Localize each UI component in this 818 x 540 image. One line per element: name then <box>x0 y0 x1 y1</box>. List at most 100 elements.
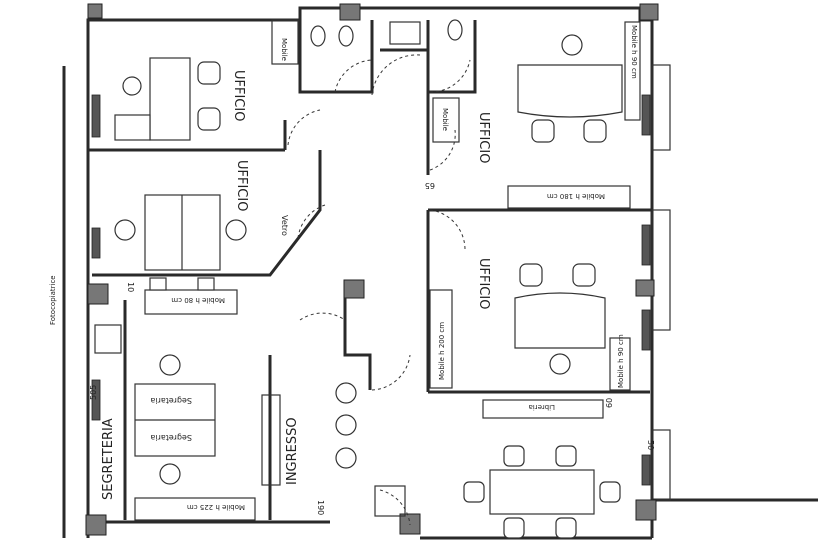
cabinet-200 <box>429 289 453 389</box>
column <box>85 514 107 536</box>
device <box>149 277 167 291</box>
bench <box>261 394 281 486</box>
interior-walls <box>88 20 652 520</box>
cabinet-90-right <box>609 337 631 391</box>
column <box>339 3 361 21</box>
label-mobile-200: Mobile h 200 cm <box>438 322 446 380</box>
label-mobile: Mobile <box>441 108 449 131</box>
label-mobile: Mobile <box>280 38 288 61</box>
chair <box>531 119 555 143</box>
chair <box>335 414 357 436</box>
chair <box>335 447 357 469</box>
radiator <box>641 94 651 136</box>
column <box>343 279 365 299</box>
label-mobile-180: Mobile h 180 cm <box>547 192 605 200</box>
door-swings <box>287 54 471 526</box>
chair <box>519 263 543 287</box>
column <box>635 279 655 297</box>
desk <box>514 292 606 349</box>
label-segretaria: Segretaria <box>150 433 192 442</box>
cabinet-180 <box>507 185 631 209</box>
device <box>197 277 215 291</box>
chair <box>549 353 571 375</box>
radiator <box>91 379 101 421</box>
radiator <box>641 224 651 266</box>
label-fotocopiatrice: Fotocopiatrice <box>49 275 57 325</box>
column <box>87 3 103 19</box>
dim-50: 50 <box>646 440 655 450</box>
office-center-furniture <box>429 263 631 419</box>
dim-10: 10 <box>126 282 135 292</box>
chair <box>197 107 221 131</box>
chair <box>159 463 181 485</box>
entrance-door <box>374 485 406 517</box>
chair <box>572 263 596 287</box>
office-mid-left-furniture <box>114 194 247 315</box>
chair <box>503 517 525 539</box>
cabinet-80 <box>144 289 238 315</box>
chair <box>555 445 577 467</box>
right-window-frames <box>651 64 671 501</box>
segreteria-furniture <box>94 324 256 521</box>
cabinet-90-top <box>624 21 641 121</box>
desk-return <box>114 114 151 141</box>
bath-cabinet <box>271 19 299 65</box>
office-top-right-furniture <box>507 21 641 209</box>
radiators <box>91 94 651 486</box>
column <box>399 513 421 535</box>
chair <box>599 481 621 503</box>
label-segretaria: Segretaria <box>150 396 192 405</box>
toilet <box>447 19 463 41</box>
room-label-segreteria: SEGRETERIA <box>101 418 116 500</box>
meeting-area-furniture <box>463 445 621 539</box>
radiator <box>91 94 101 138</box>
bookcase <box>482 399 604 419</box>
cabinet-225 <box>134 497 256 521</box>
room-label-office: UFFICIO <box>476 112 491 163</box>
label-mobile-90-right: Mobile h 90 cm <box>617 334 625 388</box>
chair <box>555 517 577 539</box>
chair <box>197 61 221 85</box>
chair <box>561 34 583 56</box>
label-libreria: Libreria <box>529 403 555 411</box>
radiator <box>641 454 651 486</box>
desk <box>517 64 623 118</box>
room-label-office: UFFICIO <box>476 258 491 309</box>
label-mobile-90-top: Mobile h 90 cm <box>630 25 638 79</box>
desk <box>149 57 191 141</box>
ingresso-furniture <box>261 382 357 486</box>
label-vetro: Vetro <box>280 215 289 236</box>
label-mobile-80: Mobile h 80 cm <box>171 296 225 304</box>
dim-60: 60 <box>605 398 614 408</box>
radiator <box>641 309 651 351</box>
bidet <box>338 25 354 47</box>
dim-65: 65 <box>425 181 435 190</box>
chair <box>159 354 181 376</box>
chair <box>503 445 525 467</box>
room-label-office: UFFICIO <box>234 160 249 211</box>
corridor-cabinet <box>432 97 460 143</box>
label-mobile-225: Mobile h 225 cm <box>187 503 245 511</box>
dim-505: 505 <box>89 385 98 400</box>
meeting-table <box>489 469 595 515</box>
sink <box>389 21 421 45</box>
chair <box>225 219 247 241</box>
photocopier <box>94 324 122 354</box>
chair <box>463 481 485 503</box>
column <box>635 499 657 521</box>
column <box>87 283 109 305</box>
dim-190: 190 <box>316 500 325 515</box>
room-label-office: UFFICIO <box>231 70 246 121</box>
radiator <box>91 227 101 259</box>
toilet <box>310 25 326 47</box>
office-top-left-furniture <box>114 57 221 141</box>
structural-columns <box>85 3 659 536</box>
room-label-ingresso: INGRESSO <box>285 417 300 485</box>
chair <box>583 119 607 143</box>
bathroom-fixtures <box>271 19 463 143</box>
chair <box>122 76 142 96</box>
chair <box>335 382 357 404</box>
column <box>639 3 659 21</box>
chair <box>114 219 136 241</box>
